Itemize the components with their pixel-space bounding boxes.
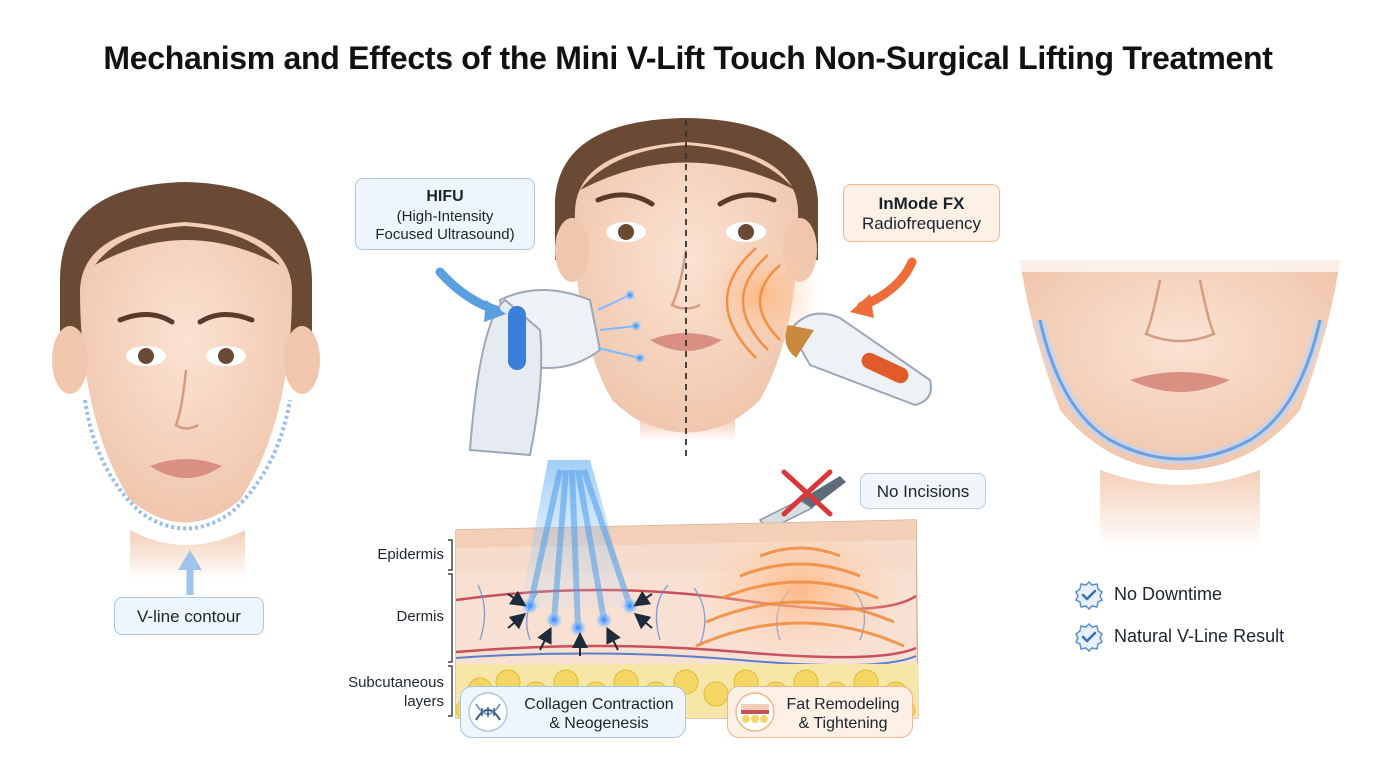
cross-icon xyxy=(781,469,833,517)
inmode-title: InMode FX xyxy=(878,194,965,213)
fat-layer-icon xyxy=(735,692,775,732)
right-face xyxy=(1020,260,1340,548)
collagen-line1: Collagen Contraction xyxy=(524,696,674,713)
result-text: Natural V-Line Result xyxy=(1114,625,1285,646)
hifu-title: HIFU xyxy=(426,188,464,205)
hifu-sub2: Focused Ultrasound) xyxy=(375,226,515,244)
result-text: No Downtime xyxy=(1114,583,1223,604)
hifu-device-icon xyxy=(468,289,646,457)
collagen-effect-label: Collagen Contraction & Neogenesis xyxy=(460,686,686,738)
epidermis-label: Epidermis xyxy=(377,546,444,563)
left-face xyxy=(52,182,320,595)
fat-line2: & Tightening xyxy=(798,715,888,733)
vline-contour-label: V-line contour xyxy=(114,597,264,635)
check-badge-icon xyxy=(1074,580,1104,610)
inmode-label: InMode FX Radiofrequency xyxy=(843,184,1000,242)
hifu-label: HIFU (High-Intensity Focused Ultrasound) xyxy=(355,178,535,250)
center-face xyxy=(555,118,822,460)
dermis-label: Dermis xyxy=(396,608,445,625)
inmode-sub: Radiofrequency xyxy=(861,214,982,234)
subcutaneous-line1: Subcutaneous xyxy=(348,674,444,691)
fat-line1: Fat Remodeling xyxy=(786,696,900,713)
subcutaneous-line2: layers xyxy=(403,692,444,710)
subcutaneous-label: Subcutaneous layers xyxy=(322,674,444,712)
rf-device-icon xyxy=(785,312,932,407)
no-incisions-label: No Incisions xyxy=(860,473,986,509)
collagen-line2: & Neogenesis xyxy=(549,715,649,733)
result-no-downtime: No Downtime xyxy=(1074,580,1222,610)
skin-cross-section xyxy=(448,460,919,721)
result-natural-vline: Natural V-Line Result xyxy=(1074,622,1284,652)
check-badge-icon xyxy=(1074,622,1104,652)
page-title: Mechanism and Effects of the Mini V-Lift… xyxy=(103,40,1273,76)
dna-icon xyxy=(468,692,508,732)
hifu-sub1: (High-Intensity xyxy=(396,208,494,226)
fat-effect-label: Fat Remodeling & Tightening xyxy=(727,686,913,738)
